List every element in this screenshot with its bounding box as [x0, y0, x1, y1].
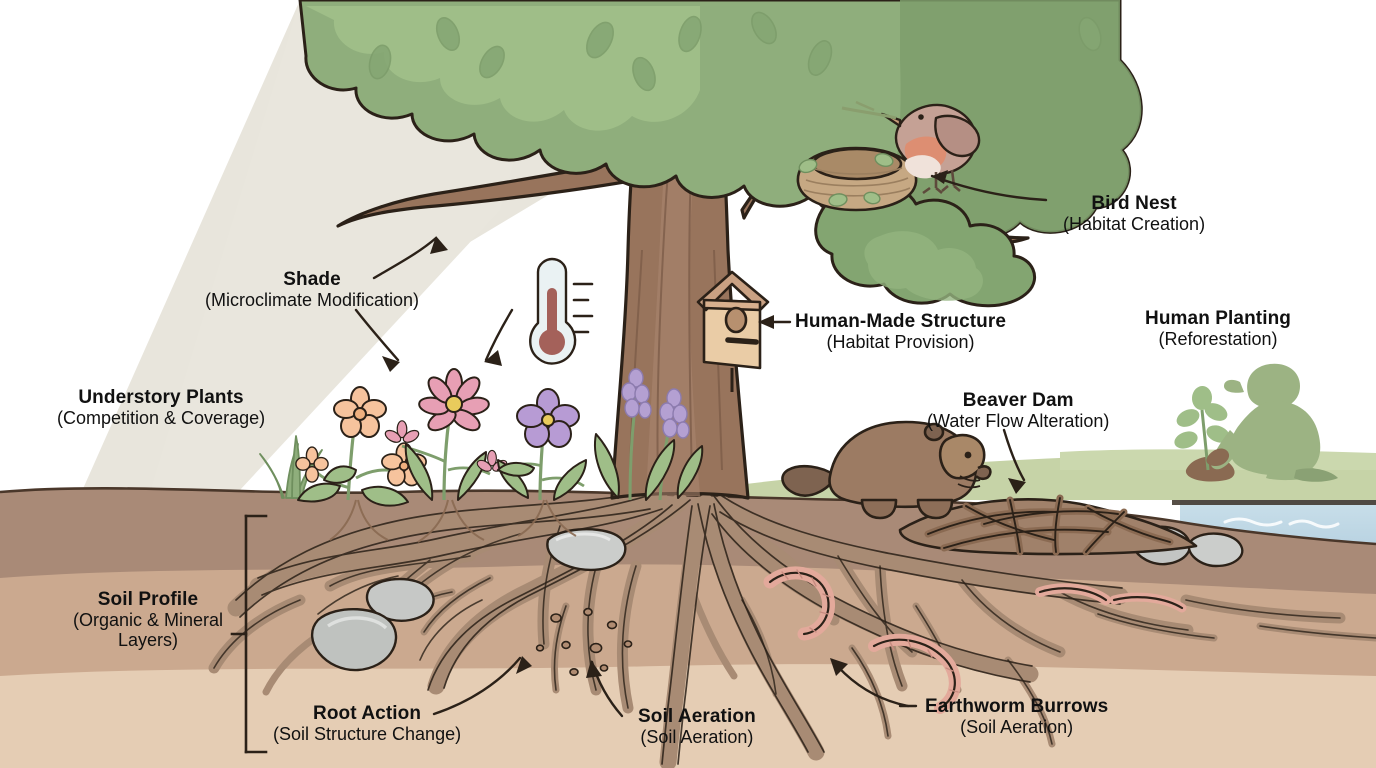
label-subtitle: (Microclimate Modification) — [205, 290, 420, 311]
label-title: Shade — [283, 269, 341, 290]
label-human-planting: Human Planting (Reforestation) — [1145, 308, 1291, 349]
label-shade: Shade (Microclimate Modification) — [205, 269, 419, 310]
annotation-arrows — [354, 170, 1048, 718]
label-title: Soil Aeration — [638, 706, 756, 727]
arrow-thermometer — [484, 308, 514, 362]
human-planter — [1174, 363, 1338, 482]
label-title: Understory Plants — [78, 387, 244, 408]
flower-pink-daisy — [384, 368, 508, 501]
label-earthworm-burrows: Earthworm Burrows (Soil Aeration) — [925, 696, 1108, 737]
label-soil-profile: Soil Profile (Organic & Mineral Layers) — [52, 589, 244, 651]
label-title: Human Planting — [1145, 308, 1292, 329]
beaver-dam — [898, 494, 1198, 556]
label-beaver-dam: Beaver Dam (Water Flow Alteration) — [927, 390, 1109, 431]
label-title: Bird Nest — [1091, 193, 1177, 214]
label-soil-aeration: Soil Aeration (Soil Aeration) — [638, 706, 756, 747]
label-subtitle: (Habitat Creation) — [1063, 214, 1206, 235]
flower-peach — [295, 386, 427, 507]
label-title: Human-Made Structure — [795, 311, 1007, 332]
water-ripple — [1223, 517, 1283, 527]
label-human-made-structure: Human-Made Structure (Habitat Provision) — [795, 311, 1006, 352]
label-title: Earthworm Burrows — [925, 696, 1109, 717]
label-subtitle: (Soil Aeration) — [960, 717, 1074, 738]
label-understory-plants: Understory Plants (Competition & Coverag… — [57, 387, 265, 428]
label-subtitle: (Water Flow Alteration) — [927, 411, 1110, 432]
label-title: Beaver Dam — [962, 390, 1074, 411]
soil-profile-bracket — [230, 514, 268, 754]
arrow-root-action — [432, 656, 522, 716]
birdhouse — [696, 270, 770, 392]
stone — [1187, 532, 1244, 568]
label-title: Soil Profile — [97, 589, 199, 610]
soil-horizon-line — [0, 487, 1376, 546]
label-subtitle: (Soil Aeration) — [640, 727, 754, 748]
earthworms — [763, 566, 1187, 714]
arrow-shade-flowers — [354, 308, 400, 362]
sapling — [1174, 386, 1230, 471]
understory-flowers — [259, 368, 704, 543]
flower-lavender — [594, 368, 704, 501]
label-subtitle: (Soil Structure Change) — [273, 724, 462, 745]
stone — [546, 528, 627, 572]
thermometer-icon — [529, 257, 594, 365]
label-subtitle: (Organic & Mineral Layers) — [72, 610, 224, 651]
arrow-shade-canopy — [372, 236, 438, 280]
label-subtitle: (Habitat Provision) — [826, 332, 975, 353]
label-title: Root Action — [313, 703, 422, 724]
bird — [841, 100, 981, 195]
label-bird-nest: Bird Nest (Habitat Creation) — [1063, 193, 1205, 234]
label-root-action: Root Action (Soil Structure Change) — [273, 703, 461, 744]
flower-purple — [497, 388, 587, 501]
beaver — [781, 420, 992, 520]
label-subtitle: (Reforestation) — [1158, 329, 1278, 350]
bird-nest — [796, 146, 918, 212]
soil-particles — [535, 607, 633, 676]
water-ripple — [1288, 519, 1340, 529]
arrow-beaver-dam — [1002, 428, 1026, 482]
label-subtitle: (Competition & Coverage) — [57, 408, 266, 429]
